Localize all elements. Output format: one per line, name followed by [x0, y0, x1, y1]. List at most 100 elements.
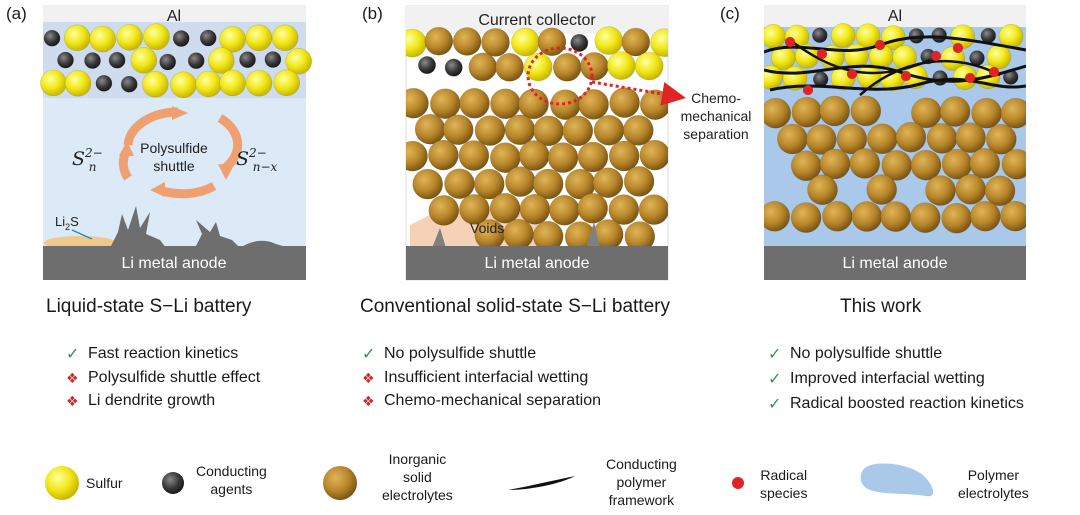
panel-c-prop-3: ✓Radical boosted reaction kinetics [768, 395, 1024, 413]
radical-species-dot [988, 66, 1000, 78]
electrolyte-particle [490, 88, 521, 120]
check-icon: ✓ [66, 346, 80, 363]
conducting-agent [159, 53, 177, 71]
electrolyte-particle [518, 88, 549, 120]
electrolyte-particle [412, 168, 444, 200]
electrolyte-particle [955, 174, 987, 205]
radical-species-dot [846, 68, 858, 80]
sn-left-label: S2−n [72, 146, 103, 174]
shuttle-arrow-top-left [123, 107, 179, 146]
conducting-agent [444, 58, 463, 77]
sulfur-particle [634, 51, 664, 81]
electrolyte-particle [941, 202, 973, 234]
sulfur-particle [511, 27, 540, 57]
electrolyte-particle [822, 201, 853, 232]
conducting-agent [264, 51, 282, 68]
sulfur-particle [245, 24, 273, 52]
sulfur-particle [40, 69, 67, 97]
panel-c-properties: ✓No polysulfide shuttle ✓Improved interf… [768, 344, 1024, 414]
panel-a-prop-2: ❖Polysulfide shuttle effect [66, 369, 261, 386]
conducting-agent [570, 33, 589, 52]
sulfur-particle [130, 46, 158, 74]
electrolyte-particle [777, 123, 808, 155]
electrolyte-particle [866, 174, 898, 205]
sulfur-particle [273, 69, 301, 97]
panel-c-caption: This work [840, 296, 922, 317]
legend-agent-icon [162, 472, 184, 494]
electrolyte-particle [442, 114, 474, 145]
sulfur-particle [63, 24, 91, 52]
radical-species-dot [802, 84, 814, 96]
electrolyte-particle [609, 87, 640, 118]
electrolyte-particle [428, 195, 460, 226]
separation-label-3: separation [683, 126, 748, 142]
panel-c-prop-2: ✓Improved interfacial wetting [768, 370, 985, 388]
sulfur-particle [245, 69, 273, 97]
electrolyte-particle [851, 201, 883, 232]
panel-b: Current collector Voids Chemo- mechanica… [405, 5, 751, 281]
electrolyte-particle [621, 27, 651, 57]
electrolyte-particle [764, 201, 790, 232]
electrolyte-particle [562, 115, 594, 147]
electrolyte-particle [969, 200, 1001, 232]
conducting-agent [108, 51, 126, 69]
li-dendrite-2 [195, 220, 240, 248]
panel-a-letter: (a) [6, 4, 27, 23]
panel-b-current-collector [406, 6, 668, 34]
electrolyte-particle [424, 26, 454, 56]
check-icon: ✓ [768, 396, 782, 413]
separation-label-1: Chemo- [691, 90, 741, 106]
panel-c-letter: (c) [720, 4, 740, 23]
sn-right-label: S2−n−x [236, 146, 278, 174]
panel-b-anode-label: Li metal anode [485, 255, 590, 272]
conducting-agent [812, 71, 829, 87]
electrolyte-particle [608, 194, 640, 225]
electrolyte-particle [985, 124, 1017, 155]
electrolyte-particle [955, 122, 986, 153]
electrolyte-particle [790, 202, 822, 233]
conducting-agent [980, 27, 997, 44]
electrolyte-particle [836, 123, 868, 155]
battery-diagram: Al Polysulfide shuttle S2−n S2−n−x Li2S … [40, 5, 1026, 281]
sulfur-particle [208, 47, 235, 74]
sulfur-particle [764, 24, 786, 49]
electrolyte-particle [593, 115, 625, 146]
electrolyte-particle [519, 194, 551, 225]
panel-a-collector-label: Al [167, 8, 181, 25]
legend-polymer-icon [860, 463, 934, 497]
sulfur-particle [89, 25, 116, 53]
electrolyte-particle [791, 96, 823, 128]
electrolyte-particle [428, 139, 459, 171]
electrolyte-particle [489, 192, 521, 224]
panel-a: Al Polysulfide shuttle S2−n S2−n−x Li2S … [40, 5, 313, 280]
legend-sulfur-icon [45, 466, 79, 500]
radical-species-dot [784, 36, 796, 48]
legend-radical-icon [732, 477, 744, 489]
conducting-agent [812, 27, 828, 43]
panel-c-li-anode [764, 246, 1026, 280]
panel-b-li-anode [406, 246, 668, 280]
electrolyte-particle [608, 140, 640, 172]
electrolyte-particle [532, 168, 564, 200]
electrolyte-particle [503, 219, 534, 250]
sulfur-particle [606, 51, 636, 80]
sulfur-particle [116, 24, 143, 51]
conducting-agent [57, 51, 74, 69]
sulfur-particle [406, 28, 427, 58]
panel-c: Al Li metal anode [764, 5, 1026, 280]
electrolyte-particle [474, 115, 506, 146]
legend-electrolyte-icon [323, 466, 357, 500]
conducting-agent [120, 75, 138, 93]
shuttle-label-1: Polysulfide [140, 140, 208, 156]
panel-b-collector-label: Current collector [478, 12, 596, 29]
conducting-agent [932, 70, 948, 86]
sulfur-particle [64, 70, 92, 97]
radical-species-dot [930, 50, 942, 62]
panel-a-prop-1: ✓Fast reaction kinetics [66, 345, 239, 363]
panel-b-properties: ✓No polysulfide shuttle ❖Insufficient in… [362, 344, 601, 410]
sulfur-particle [219, 25, 246, 53]
shuttle-label-2: shuttle [153, 158, 194, 174]
panel-a-li-anode [43, 246, 306, 280]
